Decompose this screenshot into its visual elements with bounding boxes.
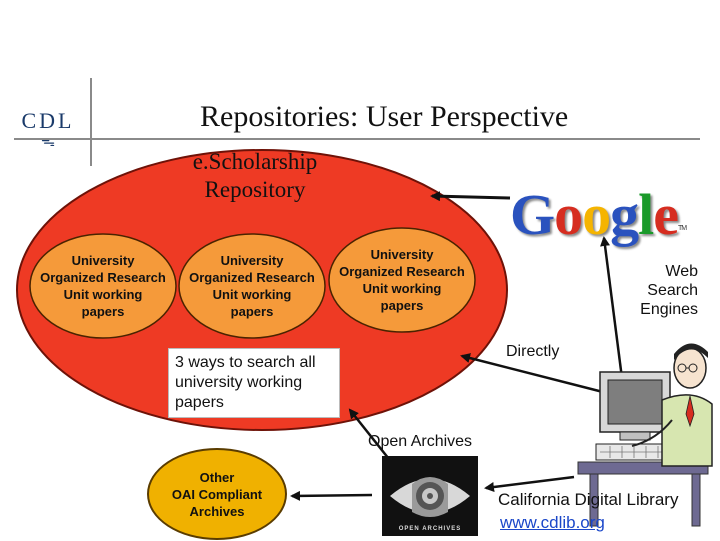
- unit-2-line-1: University: [220, 253, 284, 268]
- google-letter-o1: o: [554, 182, 583, 247]
- repository-caption-line-1: e.Scholarship: [192, 149, 318, 174]
- unit-label-3: University Organized Research Unit worki…: [329, 228, 475, 332]
- open-archives-logo: OPEN ARCHIVES: [382, 456, 478, 536]
- cdl-logo: CDL ᯓ: [18, 108, 78, 158]
- unit-label-1: University Organized Research Unit worki…: [30, 234, 176, 338]
- open-archives-eye-icon: [390, 477, 470, 517]
- repository-caption-line-2: Repository: [204, 177, 306, 202]
- web-search-line-1: Web: [665, 263, 698, 280]
- unit-ellipse-1: [29, 233, 177, 339]
- cdl-name-label: California Digital Library: [498, 490, 679, 509]
- unit-2-line-2: Organized Research: [189, 270, 315, 285]
- google-letter-e: e: [653, 182, 679, 247]
- slide-title: Repositories: User Perspective: [200, 100, 569, 133]
- other-archives-line-2: OAI Compliant: [171, 486, 263, 502]
- unit-1-line-4: papers: [81, 304, 125, 319]
- title-divider-horizontal: [14, 138, 700, 140]
- other-archives-line-1: Other: [199, 469, 235, 485]
- unit-1-line-1: University: [71, 253, 135, 268]
- direct-access-arrow: [460, 353, 604, 394]
- title-divider-vertical: [90, 78, 92, 166]
- open-archives-to-other-arrow: [290, 490, 373, 501]
- google-letter-g: G: [510, 182, 555, 247]
- cdl-logo-glyph: ᯓ: [41, 135, 55, 150]
- unit-label-2: University Organized Research Unit worki…: [179, 234, 325, 338]
- unit-2-line-4: papers: [230, 304, 274, 319]
- unit-1-line-2: Organized Research: [40, 270, 166, 285]
- search-ways-note: 3 ways to search all university working …: [168, 348, 340, 418]
- google-logo: GoogleTM: [510, 180, 700, 250]
- unit-3-line-4: papers: [380, 298, 424, 313]
- google-to-repository-arrow: [430, 191, 511, 202]
- person-to-open-archives-arrow: [484, 475, 575, 492]
- open-archives-label: Open Archives: [368, 433, 473, 450]
- google-trademark: TM: [678, 225, 687, 232]
- unit-1-line-3: Unit working: [63, 287, 143, 302]
- web-search-line-3: Engines: [640, 301, 698, 318]
- cdl-logo-text: CDL: [21, 108, 75, 133]
- open-archives-logo-text: OPEN ARCHIVES: [398, 526, 462, 532]
- unit-2-line-3: Unit working: [212, 287, 292, 302]
- google-letter-g2: g: [610, 182, 639, 247]
- unit-3-line-3: Unit working: [362, 281, 442, 296]
- web-search-engines-label: Web Search Engines: [622, 262, 698, 319]
- cdl-url-link[interactable]: www.cdlib.org: [500, 513, 605, 532]
- google-letter-o2: o: [582, 182, 611, 247]
- repository-caption: e.Scholarship Repository: [170, 148, 340, 204]
- unit-ellipse-2: [178, 233, 326, 339]
- directly-label: Directly: [506, 343, 560, 360]
- unit-3-line-2: Organized Research: [339, 264, 465, 279]
- web-search-line-2: Search: [647, 282, 698, 299]
- google-letter-l: l: [638, 182, 654, 247]
- unit-ellipse-3: [328, 227, 476, 333]
- unit-3-line-1: University: [370, 247, 434, 262]
- other-oai-archives-ellipse: Other OAI Compliant Archives: [147, 448, 287, 540]
- person-at-computer-icon: [577, 343, 713, 527]
- other-archives-line-3: Archives: [189, 503, 245, 519]
